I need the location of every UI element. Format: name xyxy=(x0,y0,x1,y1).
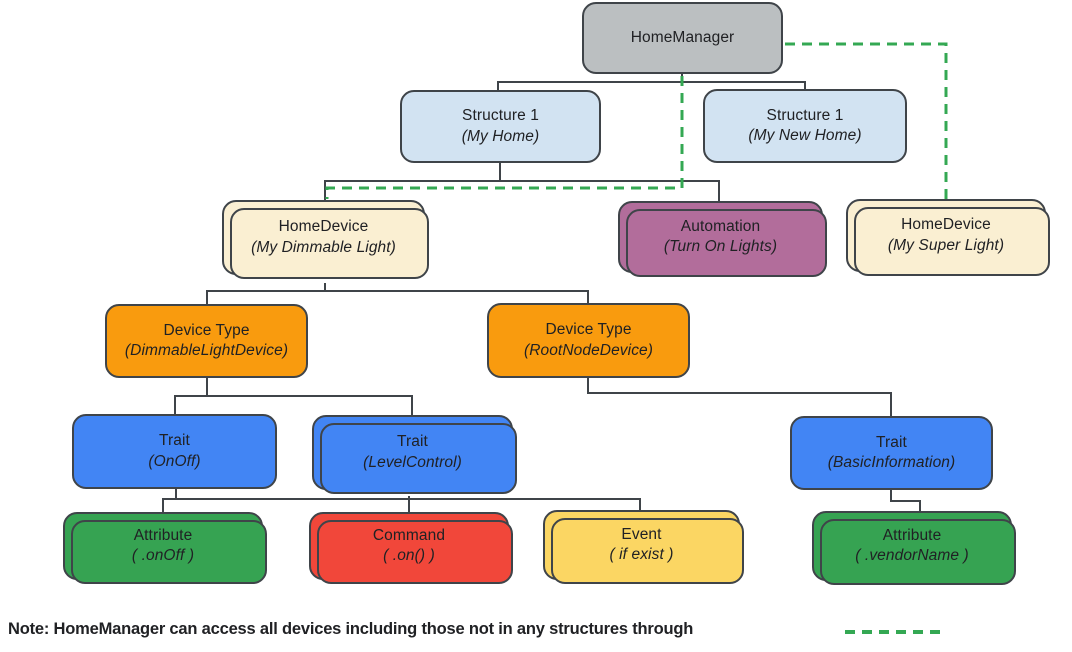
node-label: Trait xyxy=(159,432,190,450)
connector-dimmablelight-devicetypes xyxy=(206,283,589,304)
node-automation-turn-on-lights: Automation (Turn On Lights) xyxy=(618,201,827,277)
node-sublabel: (BasicInformation) xyxy=(827,454,956,471)
node-sublabel: (DimmableLightDevice) xyxy=(124,342,289,359)
node-label: Device Type xyxy=(163,321,250,339)
node-sublabel: ( .vendorName ) xyxy=(855,547,969,564)
node-sublabel: ( if exist ) xyxy=(609,546,674,563)
node-sublabel: ( .onOff ) xyxy=(131,547,195,564)
node-attribute-onoff: Attribute ( .onOff ) xyxy=(63,512,267,584)
footnote-text: Note: HomeManager can access all devices… xyxy=(8,620,694,638)
node-sublabel: (My Dimmable Light) xyxy=(251,238,396,256)
node-label: Command xyxy=(372,526,446,544)
node-sublabel: (LevelControl) xyxy=(363,453,462,471)
node-homemanager: HomeManager xyxy=(582,2,783,74)
connector-traits-members xyxy=(162,489,641,512)
node-trait-levelcontrol: Trait (LevelControl) xyxy=(312,415,517,494)
node-label: Automation xyxy=(680,217,761,235)
node-attribute-vendorname: Attribute ( .vendorName ) xyxy=(812,511,1016,585)
connector-dimmabledevice-traits xyxy=(174,378,413,415)
node-sublabel: (OnOff) xyxy=(148,452,201,470)
node-label: Attribute xyxy=(133,526,193,544)
dashed-link-homemanager-dimmablelight xyxy=(325,76,684,199)
node-label: HomeDevice xyxy=(901,216,991,234)
node-event-if-exist: Event ( if exist ) xyxy=(543,510,744,584)
node-label: Trait xyxy=(876,433,907,451)
connector-myhome-children xyxy=(324,163,720,201)
node-label: HomeManager xyxy=(630,28,735,46)
node-sublabel: (Turn On Lights) xyxy=(663,238,778,255)
node-devicetype-rootnodedevice: Device Type (RootNodeDevice) xyxy=(487,303,690,378)
node-sublabel: (My New Home) xyxy=(748,127,862,144)
node-sublabel: (RootNodeDevice) xyxy=(523,341,654,359)
node-label: Trait xyxy=(397,433,428,451)
node-structure-my-new-home: Structure 1 (My New Home) xyxy=(703,89,907,163)
node-label: Event xyxy=(621,525,662,543)
node-devicetype-dimmablelightdevice: Device Type (DimmableLightDevice) xyxy=(105,304,308,378)
node-label: Structure 1 xyxy=(766,106,844,124)
node-sublabel: (My Super Light) xyxy=(887,236,1005,254)
node-homedevice-my-dimmable-light: HomeDevice (My Dimmable Light) xyxy=(222,200,429,279)
node-command-on: Command ( .on() ) xyxy=(309,512,513,584)
node-label: HomeDevice xyxy=(278,218,369,236)
node-structure-my-home: Structure 1 (My Home) xyxy=(400,90,601,163)
node-sublabel: (My Home) xyxy=(461,127,540,145)
node-label: Attribute xyxy=(882,526,942,544)
connector-homemanager-structures xyxy=(497,74,806,90)
connector-rootnode-trait xyxy=(587,378,892,416)
node-label: Device Type xyxy=(545,321,632,339)
node-sublabel: ( .on() ) xyxy=(383,547,435,564)
node-homedevice-my-super-light: HomeDevice (My Super Light) xyxy=(846,199,1050,276)
node-trait-basicinformation: Trait (BasicInformation) xyxy=(790,416,993,490)
connector-basicinfo-attribute xyxy=(890,490,921,511)
node-label: Structure 1 xyxy=(462,107,539,125)
dashed-line-legend-icon xyxy=(845,630,941,634)
node-trait-onoff: Trait (OnOff) xyxy=(72,414,277,489)
dashed-link-homemanager-superlight xyxy=(785,42,948,199)
